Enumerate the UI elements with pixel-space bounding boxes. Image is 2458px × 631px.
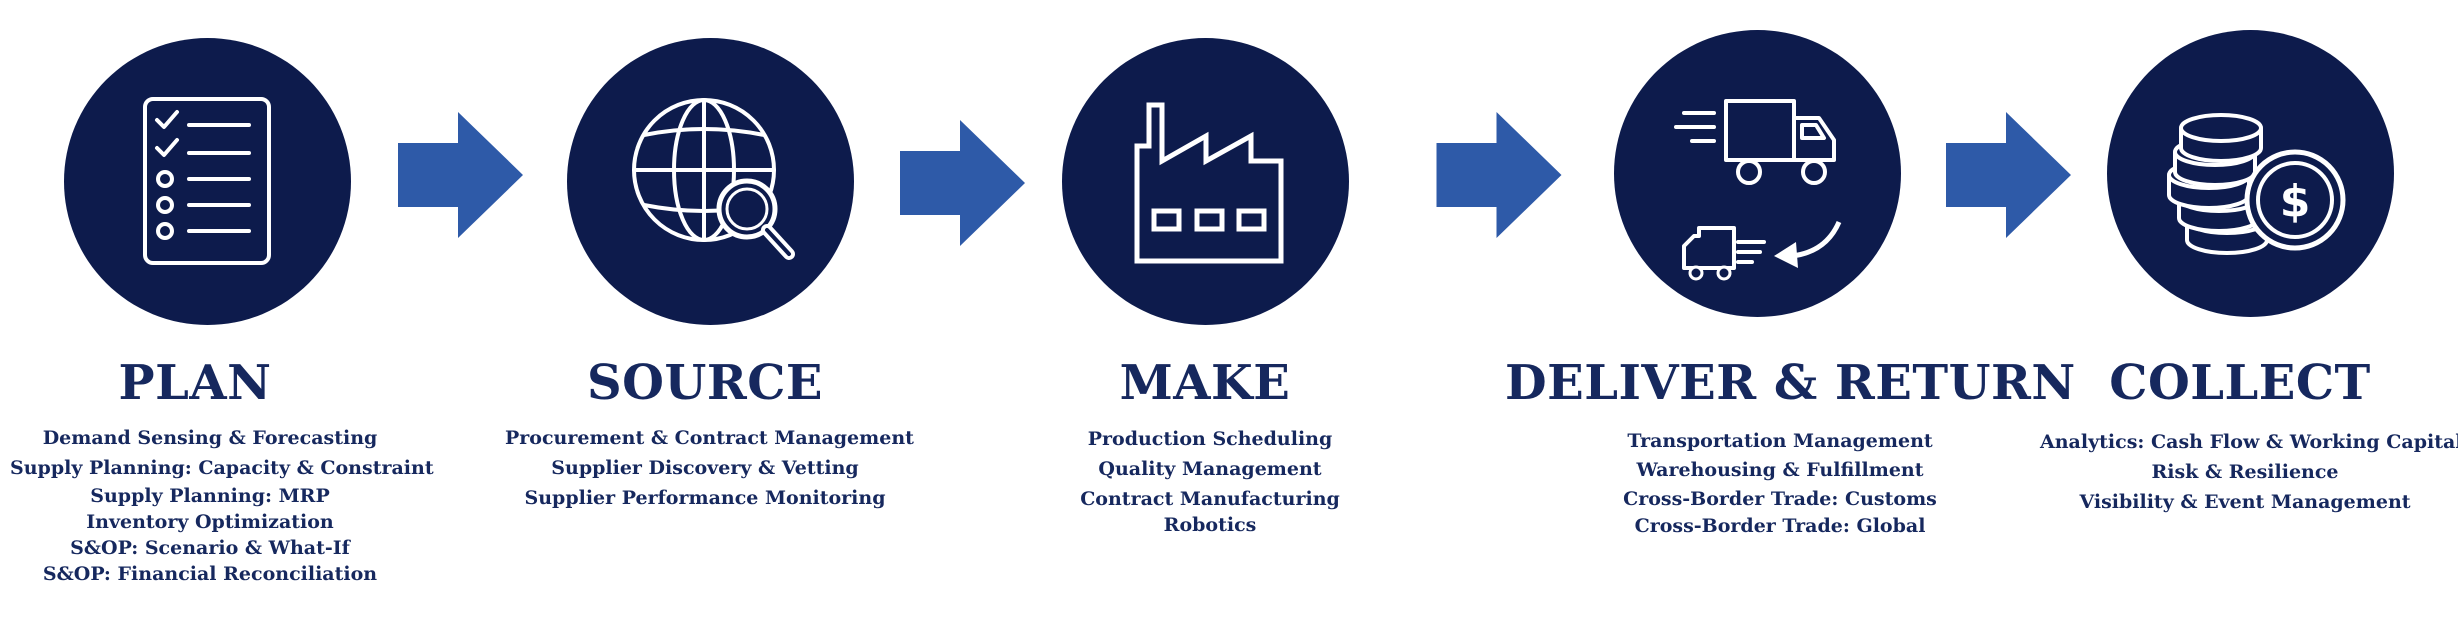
stage-title-plan: PLAN <box>118 355 272 411</box>
collect-items: Analytics: Cash Flow & Working Capital R… <box>2040 427 2458 517</box>
list-item: Analytics: Cash Flow & Working Capital <box>2040 431 2458 453</box>
list-item: Cross-Border Trade: Global <box>1634 515 1926 537</box>
list-item: S&OP: Financial Reconciliation <box>42 563 378 585</box>
source-circle <box>567 38 854 325</box>
make-circle <box>1062 38 1349 325</box>
stage-title-source: SOURCE <box>586 355 823 411</box>
coins-dollar-icon: $ <box>2167 113 2346 255</box>
checklist-icon <box>143 97 271 265</box>
list-item: Procurement & Contract Management <box>505 427 914 449</box>
arrow-icon <box>1436 112 1562 238</box>
list-item: Robotics <box>1163 514 1257 536</box>
list-item: Supply Planning: MRP <box>90 485 330 507</box>
source-items: Procurement & Contract Management Suppli… <box>505 423 914 513</box>
deliver-items: Transportation Management Warehousing & … <box>1580 427 1980 541</box>
list-item: Warehousing & Fulfillment <box>1636 459 1924 481</box>
list-item: S&OP: Scenario & What-If <box>70 537 350 559</box>
list-item: Production Scheduling <box>1087 428 1333 450</box>
plan-circle <box>64 38 351 325</box>
list-item: Cross-Border Trade: Customs <box>1623 488 1937 510</box>
list-item: Supplier Performance Monitoring <box>524 487 886 509</box>
list-item: Supplier Discovery & Vetting <box>551 457 859 479</box>
list-item: Quality Management <box>1098 458 1322 480</box>
plan-items: Demand Sensing & Forecasting Supply Plan… <box>10 425 434 587</box>
arrow-icon <box>900 120 1025 246</box>
globe-search-icon <box>632 98 795 260</box>
list-item: Demand Sensing & Forecasting <box>42 427 378 449</box>
delivery-trucks-icon <box>1674 99 1842 281</box>
stage-title-deliver-return: DELIVER & RETURN <box>1505 355 2076 411</box>
list-item: Supply Planning: Capacity & Constraint <box>10 457 434 479</box>
arrow-icon <box>1946 112 2071 238</box>
make-items: Production Scheduling Quality Management… <box>1010 424 1410 540</box>
collect-circle: $ <box>2107 30 2394 317</box>
factory-icon <box>1134 102 1284 264</box>
deliver-circle <box>1614 30 1901 317</box>
arrow-icon <box>398 112 523 238</box>
list-item: Risk & Resilience <box>2151 461 2339 483</box>
list-item: Transportation Management <box>1627 430 1933 452</box>
svg-text:$: $ <box>2280 176 2311 227</box>
list-item: Visibility & Event Management <box>2079 491 2411 513</box>
list-item: Inventory Optimization <box>86 511 334 533</box>
stage-title-collect: COLLECT <box>2109 355 2371 411</box>
stage-title-make: MAKE <box>1119 355 1291 411</box>
list-item: Contract Manufacturing <box>1080 488 1340 510</box>
